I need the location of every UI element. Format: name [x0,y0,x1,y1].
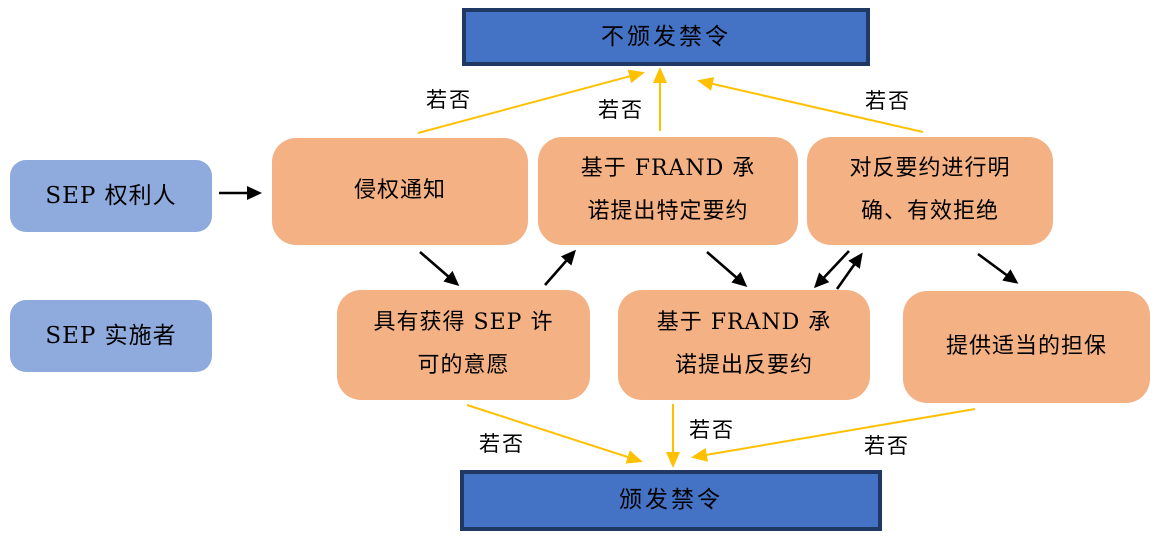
condition-label-if-no: 若否 [426,88,472,112]
flow-arrow-counter-offer-to-reject [835,252,863,290]
step-license-willingness: 具有获得 SEP 许 可的意愿 [337,290,590,400]
step-frand-specific-offer: 基于 FRAND 承 诺提出特定要约 [538,137,798,245]
actor-sep-implementer: SEP 实施者 [10,300,212,372]
ifno-arrow-security-to-injunction [691,408,976,462]
condition-label-if-no: 若否 [689,418,735,442]
flow-arrow-reject-to-counter-offer [813,250,850,289]
outcome-injunction: 颁发禁令 [460,470,882,531]
flow-arrow-willingness-to-specific-offer [544,249,576,286]
flow-arrow-reject-to-security [977,252,1019,284]
flow-arrow-specific-offer-to-counter-offer [706,251,748,287]
condition-label-if-no: 若否 [865,89,911,113]
actor-sep-holder: SEP 权利人 [10,160,212,232]
step-infringement-notice: 侵权通知 [272,138,528,245]
condition-label-if-no: 若否 [479,432,525,456]
flow-arrow-notice-to-willingness [419,251,460,286]
outcome-no-injunction: 不颁发禁令 [462,8,870,66]
step-reject-counter-offer: 对反要约进行明 确、有效拒绝 [807,137,1053,245]
condition-label-if-no: 若否 [598,98,644,122]
condition-label-if-no: 若否 [864,434,910,458]
step-provide-security: 提供适当的担保 [903,291,1150,403]
step-frand-counter-offer: 基于 FRAND 承 诺提出反要约 [618,290,870,400]
